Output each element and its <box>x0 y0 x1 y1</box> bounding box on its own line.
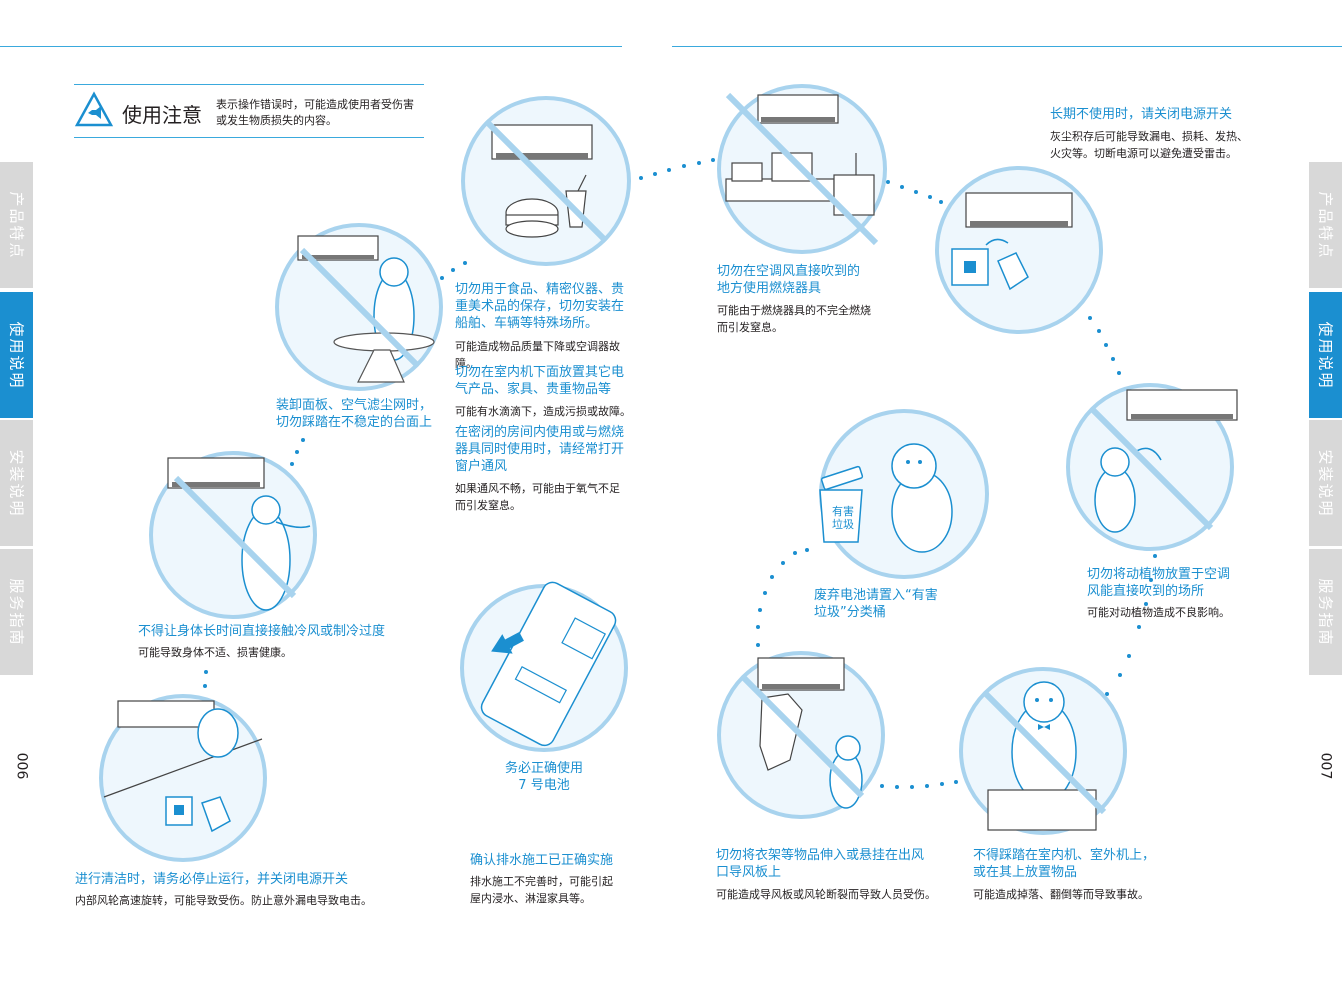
caution-desc-line1: 表示操作错误时，可能造成使用者受伤害 <box>216 98 414 111</box>
caution-rule-top <box>74 84 424 85</box>
note-drain-title: 确认排水施工已正确实施 <box>470 853 614 868</box>
note-step-on-title-2: 或在其上放置物品 <box>973 865 1078 880</box>
hazard-bin-label: 有害 垃圾 <box>828 505 858 531</box>
note-hanger: 切勿将衣架等物品伸入或悬挂在出风 口导风板上 可能造成导风板或风轮断裂而导致人员… <box>716 847 956 903</box>
note-hazard-bin: 废弃电池请置入“有害 垃圾”分类桶 <box>814 587 954 621</box>
tab-service-left[interactable]: 服务指南 <box>0 549 33 675</box>
note-stand-title-2: 切勿踩踏在不稳定的台面上 <box>276 415 433 430</box>
illustration-plants-animals <box>1066 383 1238 551</box>
note-under-unit: 切勿在室内机下面放置其它电 气产品、家具、贵重物品等 可能有水滴滴下，造成污损或… <box>455 364 645 420</box>
note-cleaning-title: 进行清洁时，请务必停止运行，并关闭电源开关 <box>75 872 349 887</box>
illustration-burner-kitchen <box>717 84 887 254</box>
illustration-remote-battery <box>460 581 628 752</box>
note-battery-title-1: 务必正确使用 <box>504 761 583 776</box>
note-drain-body-2: 屋内浸水、淋湿家具等。 <box>470 892 591 905</box>
note-closed-room-title-1: 在密闭的房间内使用或与燃烧 <box>455 425 625 440</box>
note-drain: 确认排水施工已正确实施 排水施工不完善时，可能引起 屋内浸水、淋湿家具等。 <box>470 852 650 907</box>
note-plants-title-2: 风能直接吹到的场所 <box>1087 584 1205 599</box>
note-closed-room-body-2: 而引发窒息。 <box>455 499 521 512</box>
note-cleaning-body: 内部风轮高速旋转，可能导致受伤。防止意外漏电导致电击。 <box>75 894 372 907</box>
note-power-off: 长期不使用时，请关闭电源开关 灰尘积存后可能导致漏电、损耗、发热、 火灾等。切断… <box>1050 106 1280 162</box>
note-cold-wind: 不得让身体长时间直接接触冷风或制冷过度 可能导致身体不适、损害健康。 <box>138 623 408 661</box>
illustration-unstable-stand <box>275 223 443 391</box>
note-hanger-body: 可能造成导风板或风轮断裂而导致人员受伤。 <box>716 888 936 901</box>
note-closed-room: 在密闭的房间内使用或与燃烧 器具同时使用时，请经常打开 窗户通风 如果通风不畅，… <box>455 424 645 514</box>
top-rule-right <box>672 46 1342 47</box>
note-closed-room-title-2: 器具同时使用时，请经常打开 <box>455 442 625 457</box>
illustration-hazard-bin <box>819 409 989 579</box>
note-closed-room-body-1: 如果通风不畅，可能由于氧气不足 <box>455 482 620 495</box>
note-battery: 务必正确使用 7 号电池 <box>494 760 594 794</box>
note-burner-body-2: 而引发窒息。 <box>717 321 783 334</box>
note-unstable-stand: 装卸面板、空气滤尘网时， 切勿踩踏在不稳定的台面上 <box>276 397 446 431</box>
note-burner: 切勿在空调风直接吹到的 地方使用燃烧器具 可能由于燃烧器具的不完全燃烧 而引发窒… <box>717 263 897 336</box>
illustration-hanger <box>717 651 885 819</box>
note-power-body-2: 火灾等。切断电源可以避免遭受雷击。 <box>1050 147 1237 160</box>
note-food-title-1: 切勿用于食品、精密仪器、贵 <box>455 282 625 297</box>
warning-triangle-icon <box>74 91 114 127</box>
note-hanger-title-1: 切勿将衣架等物品伸入或悬挂在出风 <box>716 848 925 863</box>
note-hazard-bin-title-1: 废弃电池请置入“有害 <box>814 588 938 603</box>
note-burner-title-2: 地方使用燃烧器具 <box>717 281 822 296</box>
tab-usage-left[interactable]: 使用说明 <box>0 292 33 418</box>
note-food-storage: 切勿用于食品、精密仪器、贵 重美术品的保存，切勿安装在 船舶、车辆等特殊场所。 … <box>455 281 640 372</box>
note-cleaning: 进行清洁时，请务必停止运行，并关闭电源开关 内部风轮高速旋转，可能导致受伤。防止… <box>75 871 405 909</box>
note-burner-body-1: 可能由于燃烧器具的不完全燃烧 <box>717 304 871 317</box>
hazard-bin-label-line1: 有害 <box>832 505 854 518</box>
hazard-bin-label-line2: 垃圾 <box>832 518 854 531</box>
illustration-step-on-unit <box>959 667 1127 835</box>
note-battery-title-2: 7 号电池 <box>518 778 570 793</box>
note-power-title: 长期不使用时，请关闭电源开关 <box>1050 107 1233 122</box>
note-under-unit-body: 可能有水滴滴下，造成污损或故障。 <box>455 405 631 418</box>
caution-desc-line2: 或发生物质损失的内容。 <box>216 114 337 127</box>
note-food-title-2: 重美术品的保存，切勿安装在 <box>455 299 625 314</box>
note-step-on-body: 可能造成掉落、翻倒等而导致事故。 <box>973 888 1149 901</box>
note-food-title-3: 船舶、车辆等特殊场所。 <box>455 316 599 331</box>
note-stand-title-1: 装卸面板、空气滤尘网时， <box>276 398 433 413</box>
illustration-cold-wind <box>149 451 317 619</box>
note-food-body: 可能造成物品质量下降或空调器故障。 <box>455 340 620 370</box>
note-step-on: 不得踩踏在室内机、室外机上， 或在其上放置物品 可能造成掉落、翻倒等而导致事故。 <box>973 847 1183 903</box>
note-hazard-bin-title-2: 垃圾”分类桶 <box>814 605 886 620</box>
caution-title: 使用注意 <box>122 103 202 127</box>
illustration-food-storage <box>461 96 631 266</box>
tab-installation-left[interactable]: 安装说明 <box>0 420 33 546</box>
note-hanger-title-2: 口导风板上 <box>716 865 782 880</box>
tab-product-features-right[interactable]: 产品特点 <box>1309 162 1342 288</box>
tab-product-features-left[interactable]: 产品特点 <box>0 162 33 288</box>
note-power-body-1: 灰尘积存后可能导致漏电、损耗、发热、 <box>1050 130 1248 143</box>
note-drain-body-1: 排水施工不完善时，可能引起 <box>470 875 613 888</box>
note-step-on-title-1: 不得踩踏在室内机、室外机上， <box>973 848 1156 863</box>
note-under-unit-title-2: 气产品、家具、贵重物品等 <box>455 382 612 397</box>
note-plants-body: 可能对动植物造成不良影响。 <box>1087 606 1230 619</box>
illustration-unplug-power <box>935 166 1103 334</box>
note-burner-title-1: 切勿在空调风直接吹到的 <box>717 264 861 279</box>
illustration-cleaning-unplug <box>99 694 267 862</box>
note-under-unit-title-1: 切勿在室内机下面放置其它电 <box>455 365 625 380</box>
note-cold-body: 可能导致身体不适、损害健康。 <box>138 646 292 659</box>
note-closed-room-title-3: 窗户通风 <box>455 459 508 474</box>
tab-service-right[interactable]: 服务指南 <box>1309 549 1342 675</box>
top-rule-left <box>0 46 622 47</box>
note-plants: 切勿将动植物放置于空调 风能直接吹到的场所 可能对动植物造成不良影响。 <box>1087 566 1267 621</box>
tab-installation-right[interactable]: 安装说明 <box>1309 420 1342 546</box>
note-cold-title: 不得让身体长时间直接接触冷风或制冷过度 <box>138 624 386 639</box>
note-plants-title-1: 切勿将动植物放置于空调 <box>1087 567 1231 582</box>
caution-rule-bottom <box>74 137 424 138</box>
tab-usage-right[interactable]: 使用说明 <box>1309 292 1342 418</box>
